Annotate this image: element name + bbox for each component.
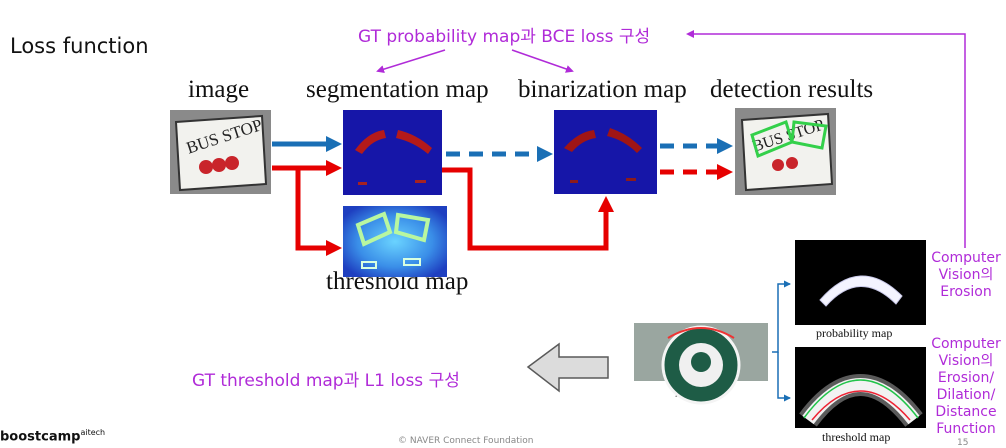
- binarization-map: [554, 110, 657, 194]
- segmentation-map: [343, 110, 442, 195]
- gt-connectors: [772, 280, 791, 402]
- page-number: 15: [957, 438, 969, 448]
- stage-label-segmentation: segmentation map: [306, 76, 489, 103]
- annotation-erosion-line: Erosion: [940, 284, 992, 300]
- footer-logo: boostcampaitech: [0, 428, 105, 444]
- stage-label-binarization: binarization map: [518, 76, 687, 103]
- polygon-image: [634, 323, 768, 405]
- annotation-distance-line: Dilation/: [936, 387, 996, 403]
- probability-map-caption: probability map: [816, 326, 893, 340]
- annotation-distance-line: Vision의: [938, 353, 994, 369]
- red-flow-arrows: [272, 160, 733, 256]
- copyright-text: © NAVER Connect Foundation: [398, 436, 534, 446]
- annotation-arrows: [376, 30, 966, 248]
- threshold-map-caption: threshold map: [822, 430, 891, 444]
- annotation-distance-function: Computer Vision의 Erosion/ Dilation/ Dist…: [926, 336, 1006, 438]
- annotation-distance-line: Distance: [935, 404, 997, 420]
- stage-label-image: image: [188, 76, 250, 103]
- slide-title: Loss function: [10, 34, 149, 58]
- annotation-distance-line: Function: [936, 421, 996, 437]
- annotation-probability-bce: GT probability map과 BCE loss 구성: [358, 27, 651, 47]
- gt-threshold-map: [795, 347, 926, 428]
- annotation-threshold-l1: GT threshold map과 L1 loss 구성: [192, 371, 460, 391]
- input-image: BUS STOP: [170, 110, 271, 194]
- gt-probability-map: [795, 240, 926, 325]
- hollow-left-arrow: [526, 342, 609, 393]
- annotation-erosion-line: Vision의: [938, 267, 994, 283]
- annotation-erosion-line: Computer: [931, 250, 1001, 266]
- stage-label-detection: detection results: [710, 76, 874, 103]
- threshold-map: [343, 206, 447, 277]
- footer-logo-suffix: aitech: [80, 428, 106, 437]
- detection-results-image: BUS STOP: [735, 108, 836, 195]
- annotation-erosion: Computer Vision의 Erosion: [926, 250, 1006, 301]
- annotation-distance-line: Computer: [931, 336, 1001, 352]
- blue-flow-arrows: [272, 136, 733, 162]
- annotation-distance-line: Erosion/: [937, 370, 995, 386]
- footer-logo-brand: boostcamp: [0, 429, 81, 445]
